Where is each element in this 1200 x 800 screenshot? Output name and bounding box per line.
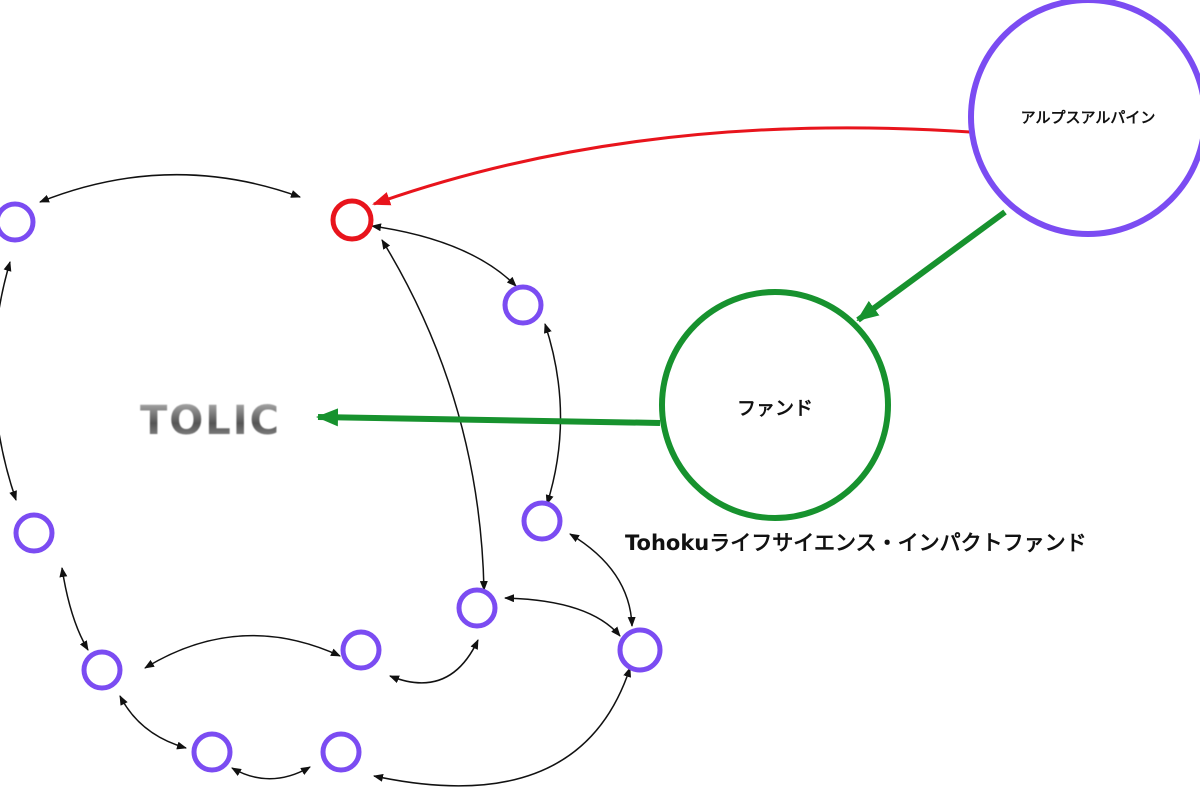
link (119, 695, 187, 750)
startup-node (521, 500, 563, 542)
startup-node (456, 587, 498, 629)
peer-links (0, 173, 636, 787)
green-arrow-investor-to-fund (856, 209, 1007, 323)
startup-node (320, 731, 362, 773)
investor-label: アルプスアルパイン (1020, 108, 1156, 127)
startup-node (0, 201, 36, 243)
startup-node (191, 731, 233, 773)
link (381, 239, 488, 591)
link (373, 667, 631, 787)
link (371, 223, 517, 287)
green-arrow-fund-to-tolic (316, 408, 661, 427)
link (569, 533, 636, 627)
fund-node (659, 289, 891, 521)
link (544, 323, 562, 505)
tolic-label: TOLIC (140, 398, 282, 444)
highlighted-startup-node (330, 198, 374, 242)
startup-node (502, 284, 544, 326)
startup-node (81, 649, 123, 691)
red-investment-arrow (372, 126, 971, 206)
link (0, 261, 17, 501)
fund-label: ファンド (736, 397, 814, 420)
startup-node (13, 512, 55, 554)
link (504, 594, 621, 637)
startup-nodes (0, 201, 663, 773)
fund-name-label: Tohokuライフサイエンス・インパクトファンド (625, 531, 1087, 555)
link (144, 634, 341, 669)
link (231, 766, 311, 780)
link (59, 567, 89, 651)
investor-node (968, 0, 1200, 237)
link (39, 173, 301, 203)
startup-node (340, 629, 382, 671)
link (389, 639, 479, 684)
startup-node (617, 627, 663, 673)
